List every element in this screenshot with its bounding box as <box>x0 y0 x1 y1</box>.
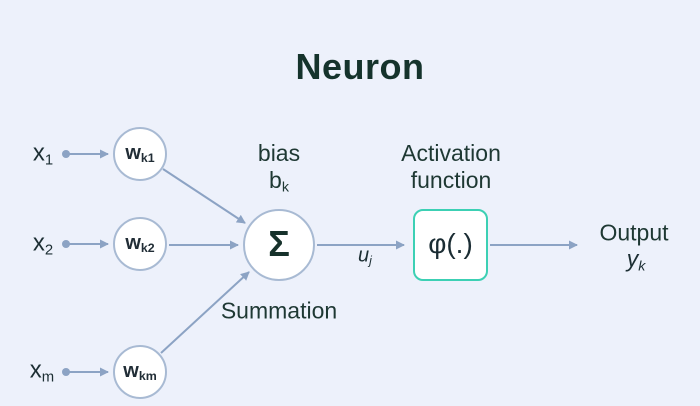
activation-label-line2: function <box>410 167 492 193</box>
signal-label-uj: uj <box>358 244 372 267</box>
activation-label: Activation function <box>401 140 501 194</box>
weight-node-wk2: wk2 <box>113 217 167 271</box>
weight-wkm-base: w <box>123 360 139 383</box>
weight-wk1-sub: k1 <box>140 151 155 166</box>
sigma-symbol: Σ <box>268 222 290 264</box>
activation-label-line1: Activation <box>401 140 501 166</box>
weight-label-wkm: wkm <box>123 360 156 383</box>
bias-base: b <box>269 167 282 193</box>
weight-label-wk2: wk2 <box>125 232 154 255</box>
output-yk-base: y <box>626 245 639 272</box>
input-label-xm: xm <box>30 357 54 386</box>
input-dot-x1 <box>62 150 70 158</box>
weight-wk2-sub: k2 <box>140 241 155 256</box>
signal-uj-base: u <box>358 244 370 267</box>
bias-label: bias bk <box>258 140 300 202</box>
output-value-yk: yk <box>627 246 646 275</box>
weight-node-wk1: wk1 <box>113 127 167 181</box>
input-x2-base: x <box>32 229 45 257</box>
bias-word: bias <box>257 140 301 166</box>
input-x1-base: x <box>32 139 45 167</box>
input-label-x2: x2 <box>33 230 53 259</box>
activation-box: φ(.) <box>413 209 488 281</box>
input-label-x1: x1 <box>33 140 53 169</box>
output-yk-sub: k <box>638 258 646 275</box>
bias-sub: k <box>281 179 289 196</box>
output-label: Output <box>599 219 669 246</box>
arrow-wk1-to-sum <box>162 168 246 224</box>
weight-wk1-base: w <box>125 142 141 165</box>
input-x2-sub: 2 <box>44 242 54 259</box>
input-dot-x2 <box>62 240 70 248</box>
input-x1-sub: 1 <box>44 152 54 169</box>
arrow-wkm-to-sum <box>160 271 250 354</box>
input-xm-base: x <box>29 356 42 384</box>
weight-label-wk1: wk1 <box>125 142 154 165</box>
phi-symbol: φ(.) <box>428 228 473 259</box>
bias-symbol: bk <box>258 167 300 202</box>
signal-uj-sub: j <box>369 253 372 268</box>
weight-wkm-sub: km <box>138 369 157 384</box>
weight-wk2-base: w <box>125 232 141 255</box>
input-xm-sub: m <box>41 369 55 386</box>
summation-node: Σ <box>243 209 315 281</box>
diagram-title: Neuron <box>295 46 425 87</box>
input-dot-xm <box>62 368 70 376</box>
weight-node-wkm: wkm <box>113 345 167 399</box>
summation-label: Summation <box>220 297 338 324</box>
